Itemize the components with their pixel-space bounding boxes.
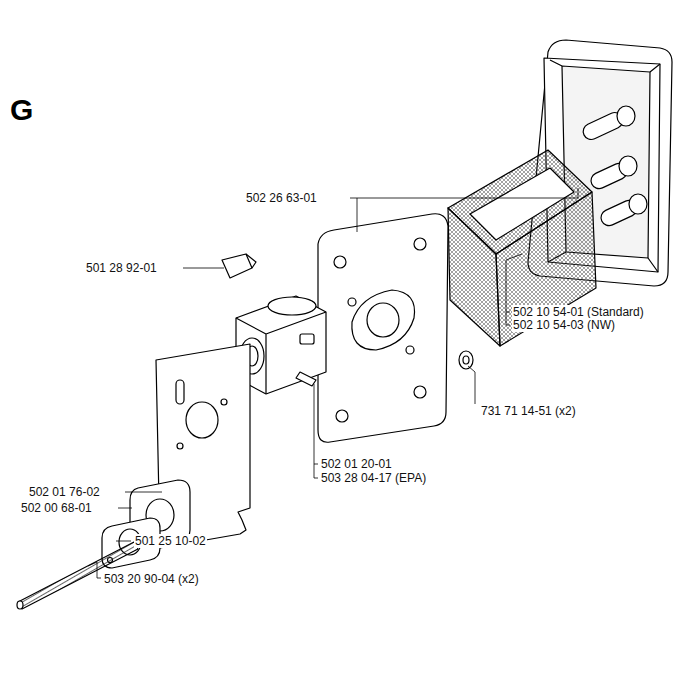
part-number: 502 01 20-01: [320, 457, 393, 471]
part-number: 502 26 63-01: [245, 191, 318, 205]
part-number: 503 28 04-17 (EPA): [320, 471, 427, 485]
part-number: 502 01 76-02: [28, 485, 101, 499]
part-number: 731 71 14-51 (x2): [480, 404, 577, 418]
part-number: 501 28 92-01: [85, 261, 158, 275]
part-number: 503 20 90-04 (x2): [103, 572, 200, 586]
part-number: 502 00 68-01: [20, 501, 93, 515]
part-number: 502 10 54-01 (Standard): [512, 305, 645, 319]
part-number: 501 25 10-02: [134, 534, 207, 548]
part-number: 502 10 54-03 (NW): [512, 318, 616, 332]
section-letter: G: [10, 94, 33, 126]
